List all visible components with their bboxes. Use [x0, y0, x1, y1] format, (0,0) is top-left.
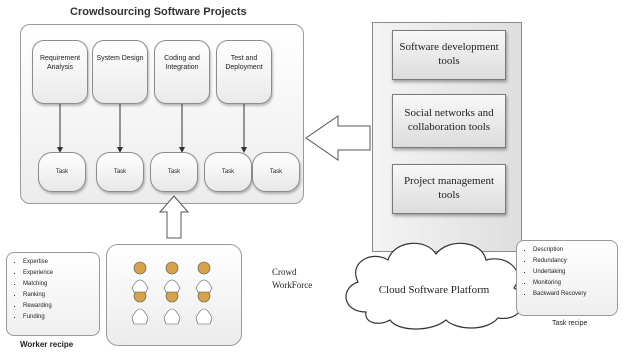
tool-software-development: Software development tools — [392, 30, 506, 80]
worker-recipe-box: Expertise Experience Matching Ranking Re… — [6, 252, 100, 336]
task-recipe-item: Backward Recovery — [533, 289, 613, 300]
cloud-platform-label: Cloud Software Platform — [378, 284, 490, 296]
task-recipe-item: Description — [533, 245, 613, 256]
worker-recipe-item: Ranking — [23, 290, 95, 301]
task-2: Task — [96, 152, 144, 192]
crowd-people-icon — [131, 261, 213, 325]
task-5: Task — [252, 152, 300, 192]
phase-coding-integration: Coding and Integration — [154, 40, 210, 104]
worker-recipe-item: Funding — [23, 312, 95, 323]
task-recipe-item: Undertaking — [533, 267, 613, 278]
phase-system-design: System Design — [92, 40, 148, 104]
worker-recipe-item: Rewarding — [23, 301, 95, 312]
crowd-workforce-label: Crowd WorkForce — [272, 267, 313, 290]
phase-test-deployment: Test and Deployment — [216, 40, 272, 104]
diagram-title: Crowdsourcing Software Projects — [70, 6, 247, 18]
worker-recipe-item: Expertise — [23, 257, 95, 268]
task-3: Task — [150, 152, 198, 192]
task-4: Task — [204, 152, 252, 192]
task-recipe-box: Description Redundancy Undertaking Monit… — [516, 240, 618, 316]
tool-project-management: Project management tools — [392, 164, 506, 214]
task-1: Task — [38, 152, 86, 192]
tool-social-networks: Social networks and collaboration tools — [392, 94, 506, 148]
cloud-platform-shape — [345, 242, 524, 330]
worker-recipe-caption: Worker recipe — [20, 340, 74, 349]
worker-recipe-item: Matching — [23, 279, 95, 290]
task-recipe-item: Monitoring — [533, 278, 613, 289]
task-recipe-caption: Task recipe — [552, 320, 588, 327]
phase-requirement-analysis: Requirement Analysis — [32, 40, 88, 104]
worker-recipe-item: Experience — [23, 268, 95, 279]
task-recipe-item: Redundancy — [533, 256, 613, 267]
